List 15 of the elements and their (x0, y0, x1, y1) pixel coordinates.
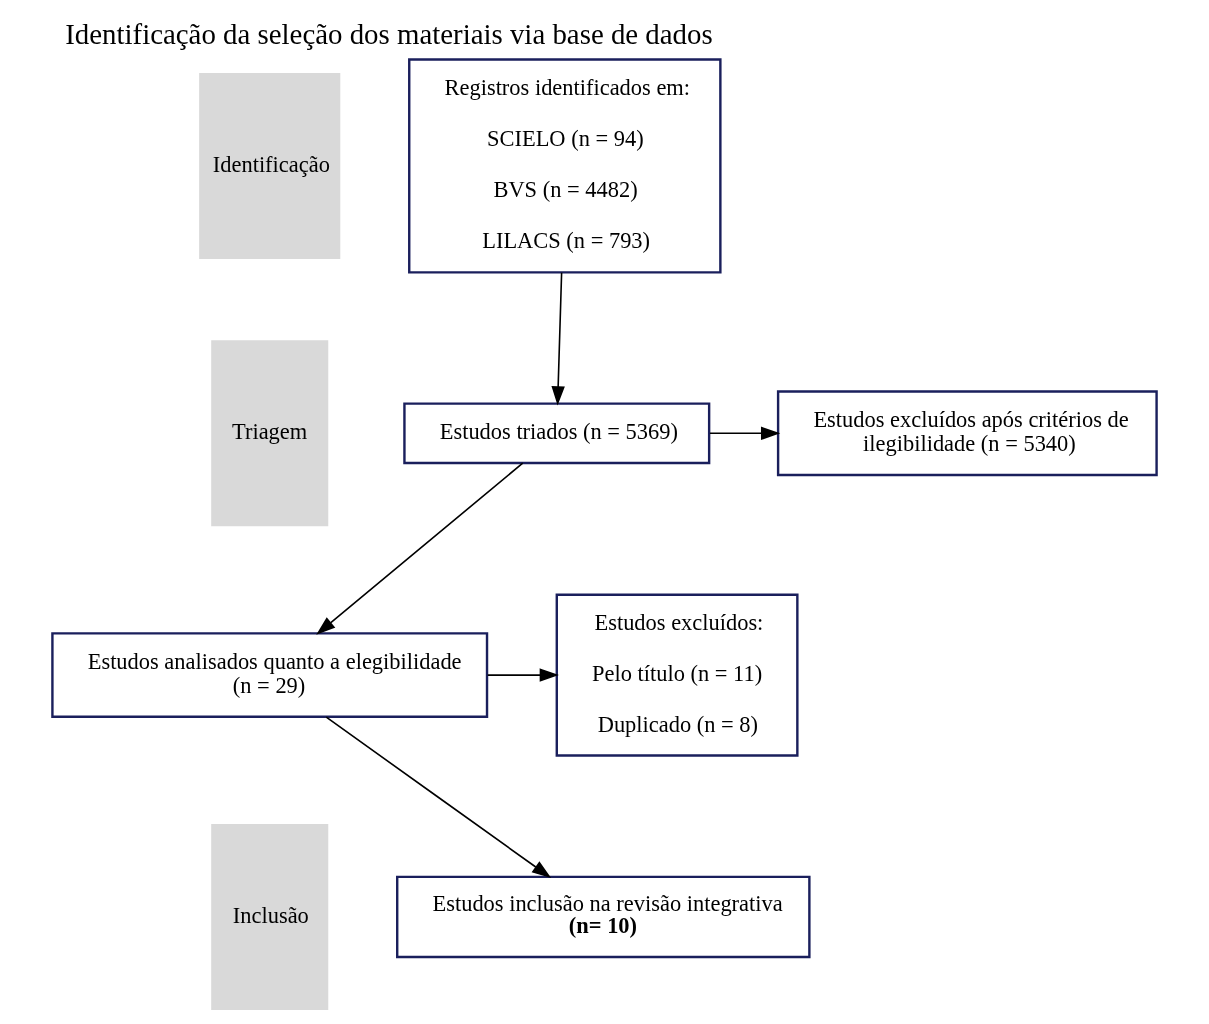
arrow (316, 462, 524, 635)
arrow (486, 668, 559, 682)
node-box: Estudos excluídos após critérios de ilegibilidade (n = 5340) (776, 390, 1158, 477)
node-box: Inclusão (211, 823, 329, 1010)
node-box: Estudos inclusão na revisão integrativa (n= 10) (396, 875, 811, 959)
diagram-title: Identificação da seleção dos materiais via base de dados (65, 18, 713, 51)
arrow (325, 716, 552, 879)
node-box: Registros identificados em: SCIELO (n = 94) BVS (n = 4482) LILACS (n = 793) (408, 58, 722, 274)
arrow (709, 426, 781, 440)
node-box: Estudos analisados quanto a elegibilidade (n = 29) (51, 632, 489, 718)
node-box: Identificação (199, 72, 341, 259)
node-box: Estudos triados (n = 5369) (403, 402, 711, 465)
node-box: Triagem (211, 340, 329, 527)
arrow (551, 271, 565, 406)
node-box: Estudos excluídos: Pelo título (n = 11) Duplicado (n = 8) (555, 593, 799, 757)
